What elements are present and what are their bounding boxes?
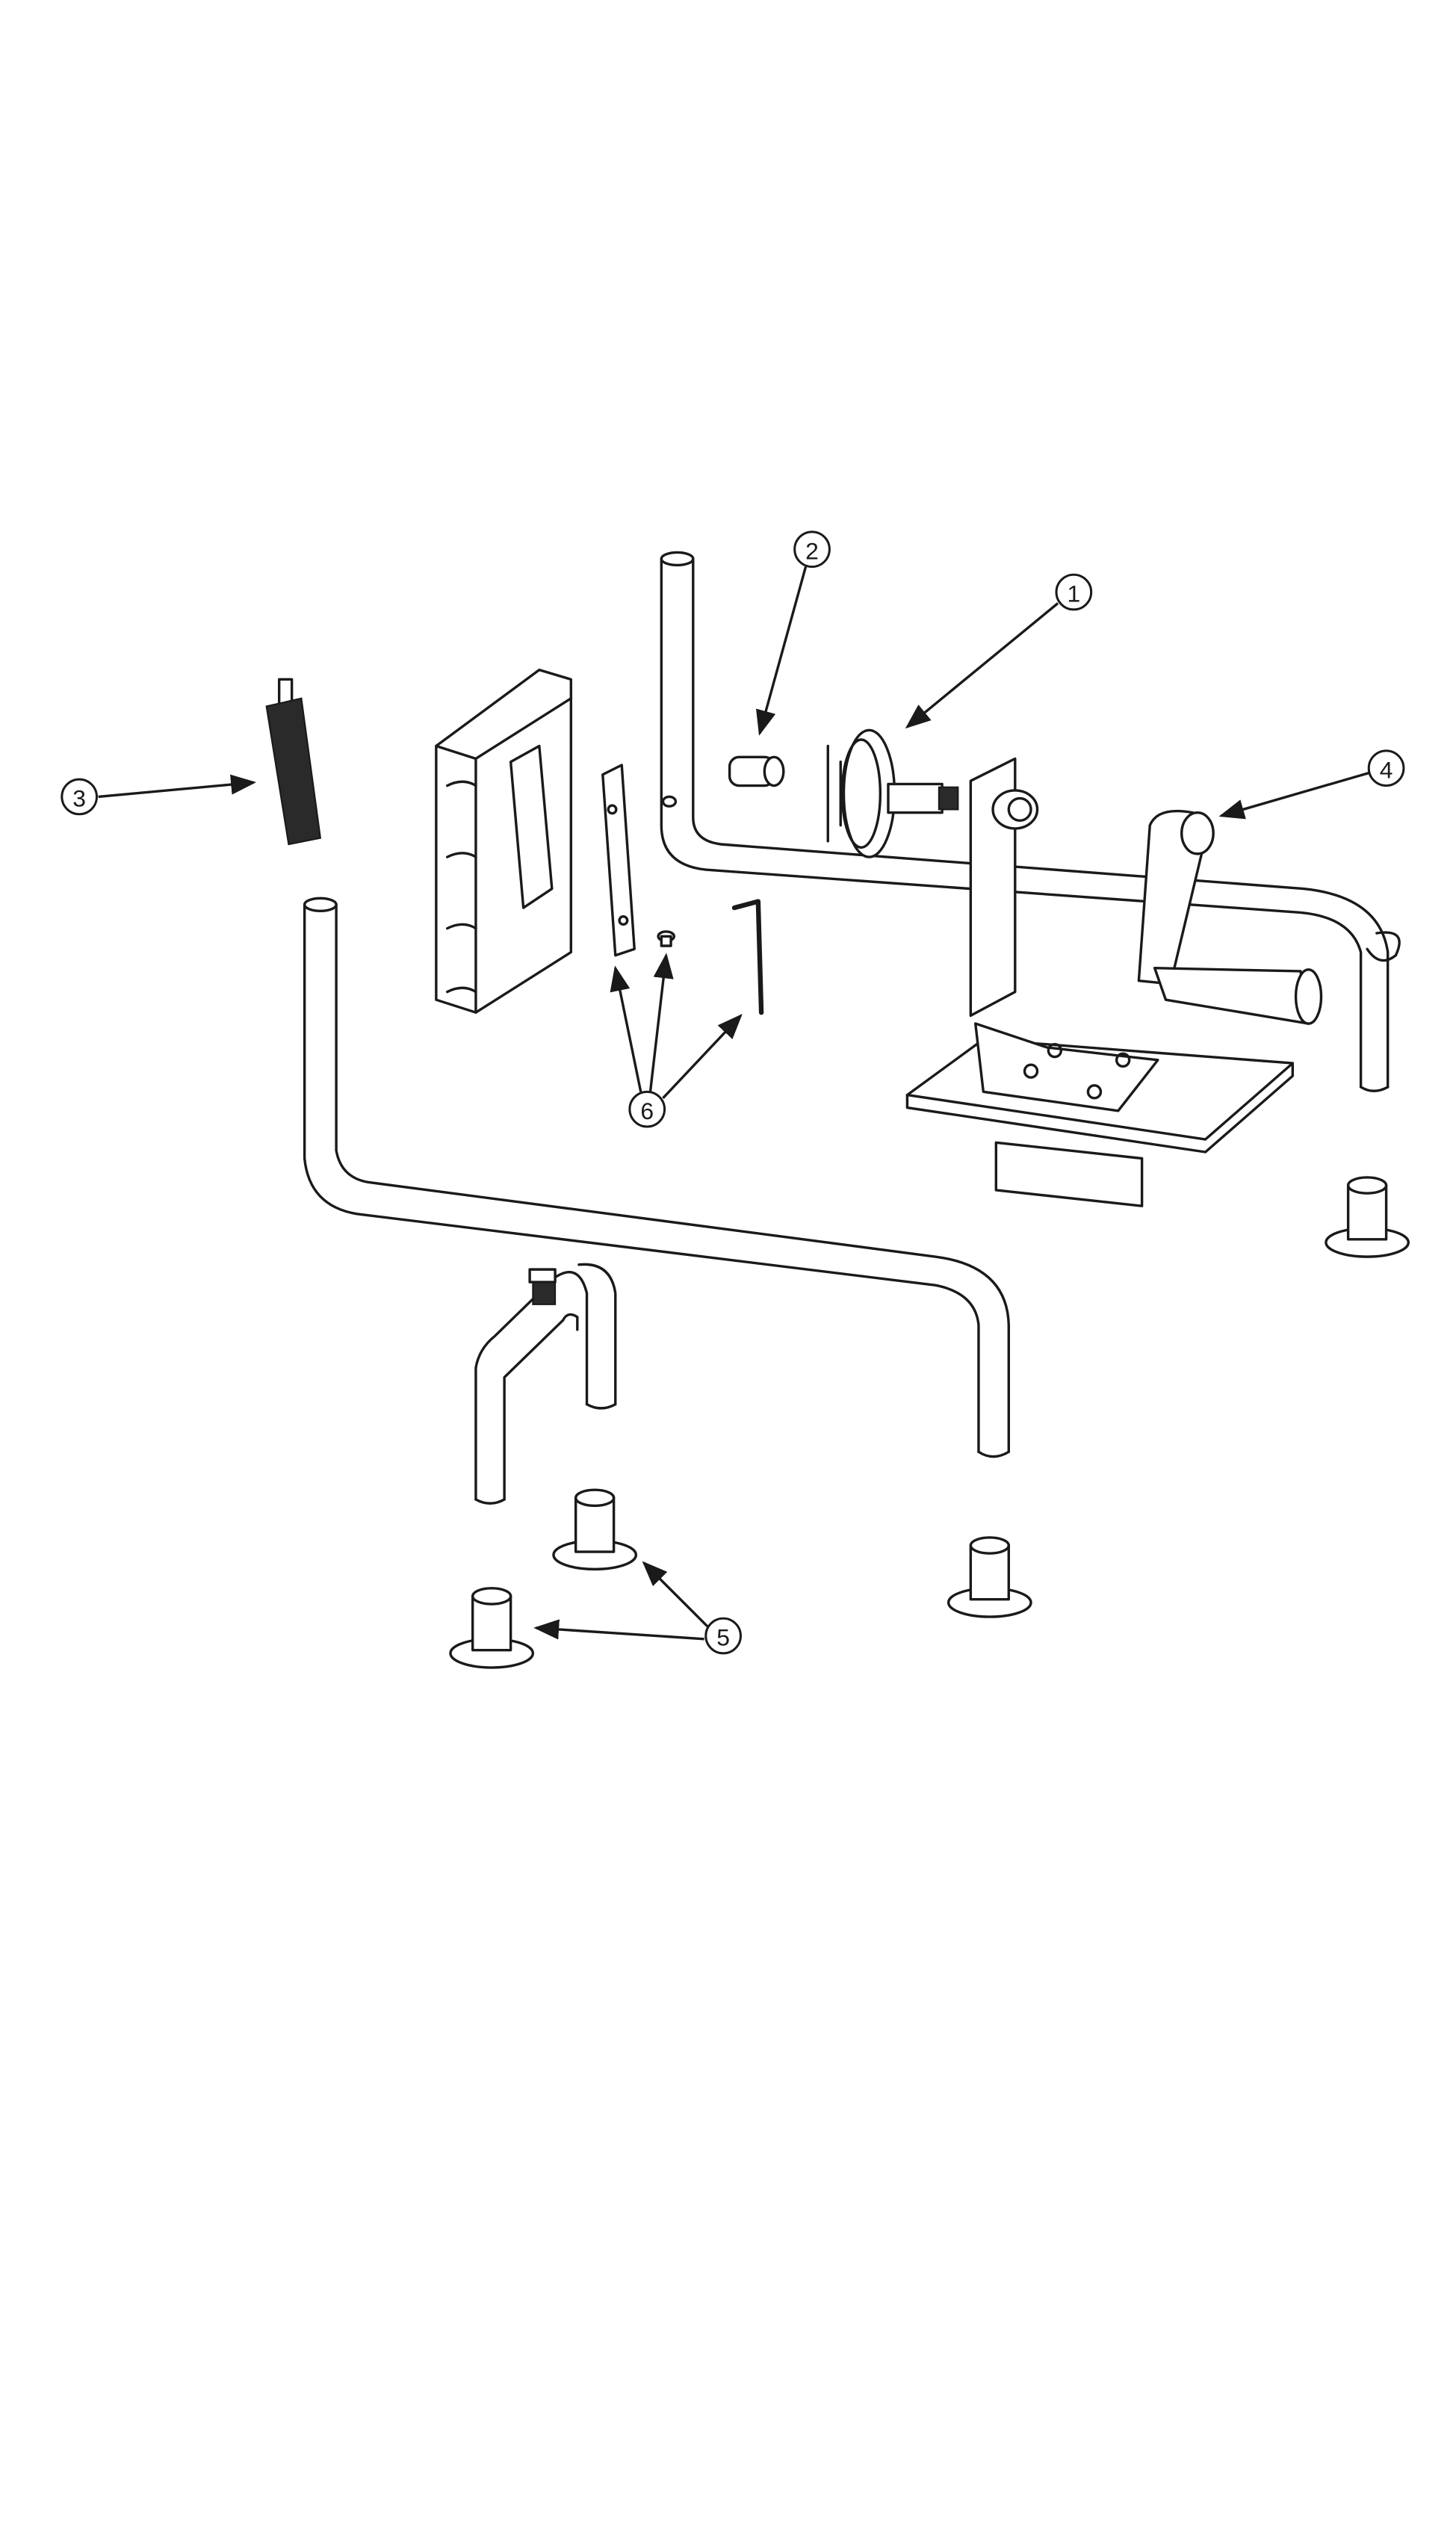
blade-plate — [601, 764, 636, 957]
svg-text:2: 2 — [805, 537, 819, 564]
arrow-6b — [648, 953, 674, 1092]
crank-handle-part — [1137, 809, 1401, 1025]
spring-bolt-part — [265, 678, 322, 846]
suction-foot — [552, 1488, 638, 1571]
suction-foot — [947, 1536, 1032, 1618]
arrow-6a — [610, 965, 642, 1092]
hex-key — [731, 899, 764, 1015]
arrow-4 — [1218, 771, 1369, 820]
arrow-5a — [642, 1561, 709, 1628]
screw — [657, 930, 676, 947]
arrow-5b — [533, 1619, 704, 1641]
callout-3: 3 — [61, 778, 98, 816]
u-frame — [474, 1263, 617, 1505]
svg-text:6: 6 — [640, 1098, 654, 1124]
front-frame-rod — [303, 897, 1010, 1458]
arrow-2 — [756, 566, 808, 736]
blade-holder-frame — [435, 668, 573, 1014]
svg-text:3: 3 — [72, 785, 86, 812]
main-bracket — [905, 757, 1295, 1207]
wheel-hub-part — [826, 728, 959, 858]
svg-text:5: 5 — [716, 1624, 730, 1651]
callout-2: 2 — [793, 530, 831, 569]
callout-5: 5 — [704, 1617, 742, 1655]
callout-1: 1 — [1055, 573, 1093, 611]
suction-foot — [449, 1587, 535, 1669]
callout-4: 4 — [1367, 749, 1405, 787]
arrow-6c — [662, 1013, 743, 1099]
svg-text:4: 4 — [1380, 756, 1393, 783]
arrow-1 — [905, 602, 1059, 729]
coupler-part — [728, 755, 785, 787]
svg-text:1: 1 — [1067, 581, 1080, 607]
suction-foot — [1325, 1176, 1410, 1258]
arrow-3 — [98, 774, 257, 799]
callout-6: 6 — [628, 1090, 666, 1128]
screw-small — [661, 795, 678, 808]
